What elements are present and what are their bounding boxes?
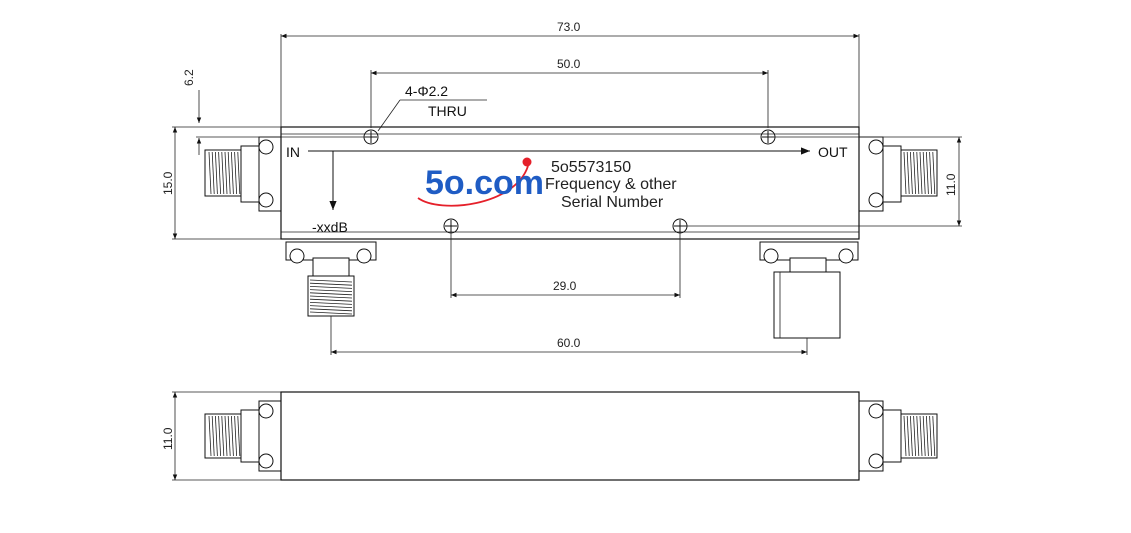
thread-line xyxy=(224,415,228,457)
dim-text-50: 50.0 xyxy=(557,57,581,71)
thread-line xyxy=(221,151,225,195)
sma-connector-coupled xyxy=(285,241,377,317)
sma-connector-side-left xyxy=(204,400,284,472)
product-line-2: Frequency & other xyxy=(545,176,677,193)
thread-line xyxy=(309,279,353,283)
brand-dot xyxy=(522,157,532,167)
thread-line xyxy=(309,302,353,305)
mounting-hole xyxy=(443,218,459,234)
thread-line xyxy=(211,415,215,457)
thread-line xyxy=(906,415,910,457)
sma-connector-out xyxy=(858,136,938,212)
brand-logo: 5o.com xyxy=(417,157,544,207)
thread-line xyxy=(929,151,932,195)
sma-connector-side-right xyxy=(858,400,938,472)
thread-line xyxy=(208,151,212,195)
thread-line xyxy=(215,415,218,457)
thread-line xyxy=(221,415,225,457)
thread-line xyxy=(309,298,353,302)
dim-text-29: 29.0 xyxy=(553,279,577,293)
label-out: OUT xyxy=(818,144,848,160)
thread-line xyxy=(922,151,926,195)
thread-line xyxy=(932,151,936,195)
thread-line xyxy=(234,151,237,195)
thread-line xyxy=(926,151,929,195)
coupler-body-side xyxy=(280,391,860,481)
dim-text-11-right: 11.0 xyxy=(944,173,958,196)
thread-line xyxy=(913,415,916,457)
hole-spec: 4-Φ2.2 xyxy=(405,83,448,99)
thread-line xyxy=(237,151,241,195)
thread-line xyxy=(916,415,920,457)
label-coupling: -xxdB xyxy=(312,219,348,235)
thread-line xyxy=(309,311,353,315)
thread-line xyxy=(932,415,936,457)
dimension-hole-spacing-top: 50.0 xyxy=(370,57,769,128)
thread-line xyxy=(218,151,221,195)
thread-line xyxy=(234,415,237,457)
termination-load xyxy=(759,241,859,339)
thread-line xyxy=(231,415,234,457)
thread-line xyxy=(903,151,907,195)
thread-line xyxy=(926,415,929,457)
dimension-hole-spacing-bottom: 29.0 xyxy=(450,233,681,298)
dimension-side-height: 11.0 xyxy=(161,391,281,481)
label-in: IN xyxy=(286,144,300,160)
thread-line xyxy=(910,151,913,195)
dim-text-73: 73.0 xyxy=(557,20,581,34)
thread-line xyxy=(309,292,353,296)
thread-line xyxy=(906,151,910,195)
thread-line xyxy=(309,289,353,292)
dimension-coupled-spacing: 60.0 xyxy=(330,316,808,355)
side-view: 11.0 xyxy=(161,391,938,481)
thread-line xyxy=(919,151,923,195)
brand-name: 5o.com xyxy=(425,164,544,202)
dim-text-11-side: 11.0 xyxy=(161,427,175,450)
thread-line xyxy=(218,415,221,457)
part-number: 5o5573150 xyxy=(551,159,631,176)
thread-line xyxy=(309,282,353,286)
dimension-body-height: 15.0 xyxy=(161,126,281,240)
hole-callout: 4-Φ2.2 THRU xyxy=(377,83,487,132)
thread-line xyxy=(916,151,920,195)
sma-connector-in xyxy=(204,136,284,212)
thread-line xyxy=(309,308,353,312)
thread-line xyxy=(215,151,218,195)
thread-line xyxy=(224,151,228,195)
thread-line xyxy=(910,415,913,457)
thread-line xyxy=(913,151,916,195)
thread-line xyxy=(227,151,231,195)
dimension-overall-length: 73.0 xyxy=(280,20,860,127)
dimension-port-spacing: 11.0 xyxy=(680,136,962,227)
thread-line xyxy=(309,305,353,308)
dim-text-60: 60.0 xyxy=(557,336,581,350)
thread-line xyxy=(903,415,907,457)
thread-line xyxy=(231,151,234,195)
thread-line xyxy=(227,415,231,457)
thread-line xyxy=(309,286,353,289)
thread-line xyxy=(309,295,353,299)
hole-type: THRU xyxy=(428,103,467,119)
top-view: IN OUT -xxdB 5o.com 5o5573150 Frequency … xyxy=(161,20,962,355)
thread-line xyxy=(929,415,932,457)
dim-text-6-2: 6.2 xyxy=(182,69,196,86)
dim-text-15: 15.0 xyxy=(161,171,175,195)
thread-line xyxy=(237,415,241,457)
thread-line xyxy=(922,415,926,457)
product-line-3: Serial Number xyxy=(561,194,664,211)
thread-line xyxy=(211,151,215,195)
dimension-hole-offset: 6.2 xyxy=(182,69,371,155)
thread-line xyxy=(919,415,923,457)
coupler-body-top xyxy=(280,126,860,240)
thread-line xyxy=(208,415,212,457)
